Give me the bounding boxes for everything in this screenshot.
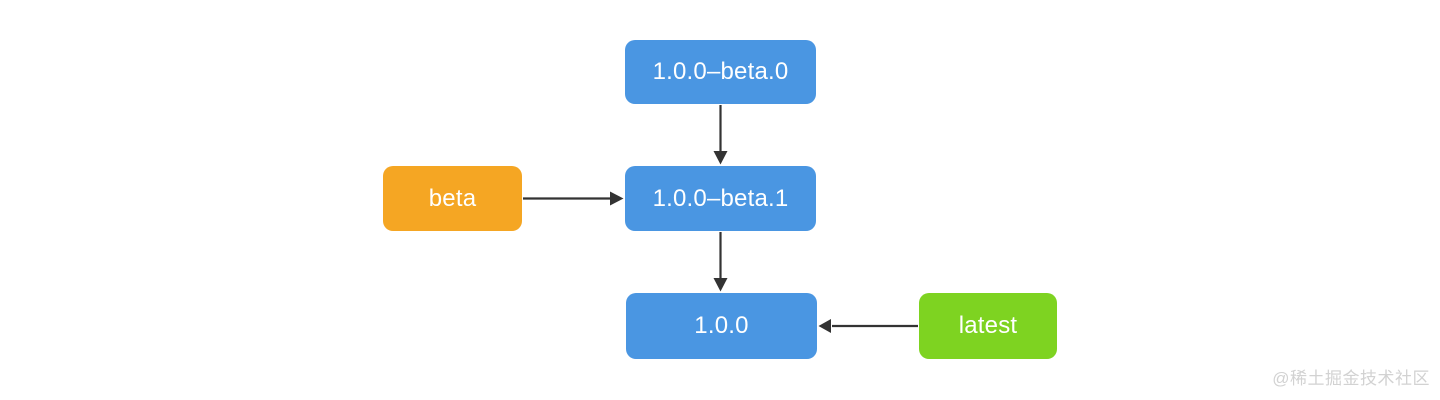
arrow-beta-tag-to-beta1 <box>523 191 624 206</box>
arrow-latest-tag-to-v100 <box>818 319 918 333</box>
dist-tag-node-latest-label: latest <box>958 312 1018 339</box>
version-node-v100: 1.0.0 <box>626 293 817 359</box>
version-node-beta1-label: 1.0.0–beta.1 <box>652 184 789 212</box>
version-node-beta0: 1.0.0–beta.0 <box>625 40 816 104</box>
arrow-beta0-to-beta1 <box>713 105 728 165</box>
version-node-beta0-label: 1.0.0–beta.0 <box>652 58 789 85</box>
version-node-v100-label: 1.0.0 <box>694 312 749 339</box>
arrow-beta1-to-v100 <box>713 232 728 292</box>
version-node-beta1: 1.0.0–beta.1 <box>625 166 816 231</box>
watermark: @稀土掘金技术社区 <box>1272 369 1430 388</box>
dist-tag-node-latest: latest <box>919 293 1057 359</box>
dist-tag-node-beta: beta <box>383 166 522 231</box>
dist-tag-node-beta-label: beta <box>428 184 477 212</box>
